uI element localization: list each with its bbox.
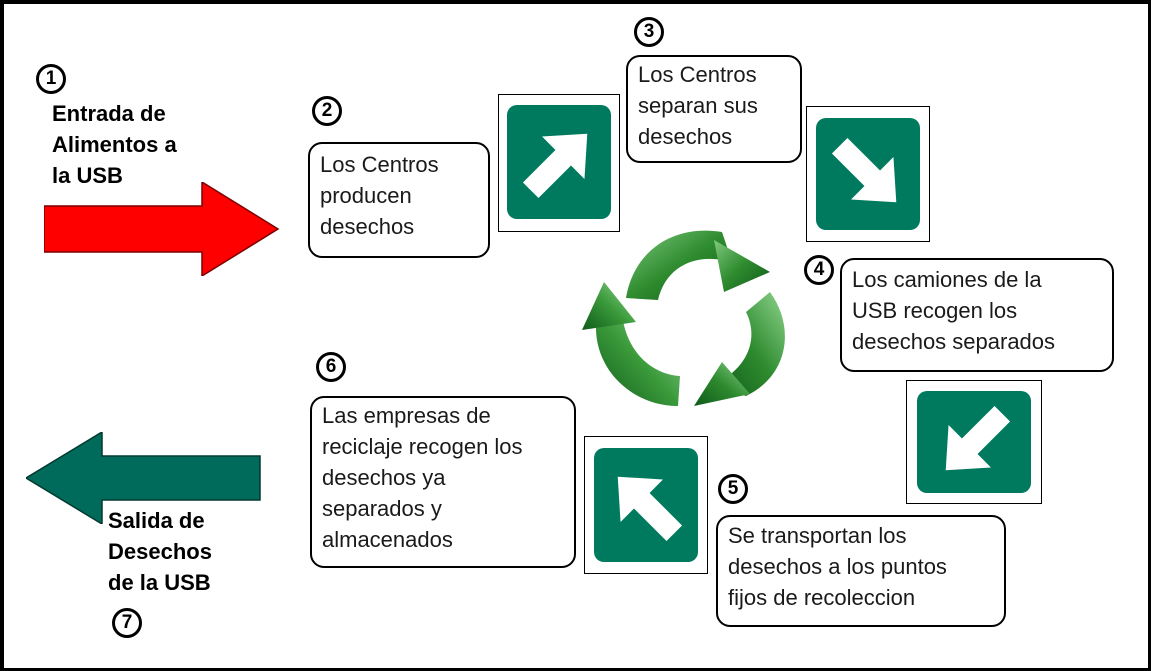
step-2-number: 2 (312, 96, 342, 126)
step-1-label: Entrada de Alimentos a la USB (52, 101, 177, 188)
arrow-up-left-icon (584, 436, 708, 574)
green-left-arrow-icon (26, 432, 262, 524)
recycling-symbol-icon (574, 210, 810, 422)
step-2-bubble: Los Centros producen desechos (308, 142, 490, 258)
step-1-number: 1 (36, 64, 66, 94)
step-5-bubble: Se transportan los desechos a los puntos… (716, 515, 1006, 627)
step-6-bubble: Las empresas de reciclaje recogen los de… (310, 396, 576, 568)
arrow-up-right-icon (498, 94, 620, 232)
red-right-arrow-icon (44, 182, 280, 276)
step-7-label: Salida de Desechos de la USB (108, 508, 212, 595)
arrow-down-left-icon (906, 380, 1042, 504)
step-7-number: 7 (112, 608, 142, 638)
step-6-number: 6 (316, 352, 346, 382)
step-4-bubble: Los camiones de la USB recogen los desec… (840, 258, 1114, 372)
step-5-number: 5 (718, 474, 748, 504)
step-4-number: 4 (804, 255, 834, 285)
arrow-down-right-icon (806, 106, 930, 242)
step-3-number: 3 (634, 17, 664, 47)
step-3-bubble: Los Centros separan sus desechos (626, 55, 802, 163)
